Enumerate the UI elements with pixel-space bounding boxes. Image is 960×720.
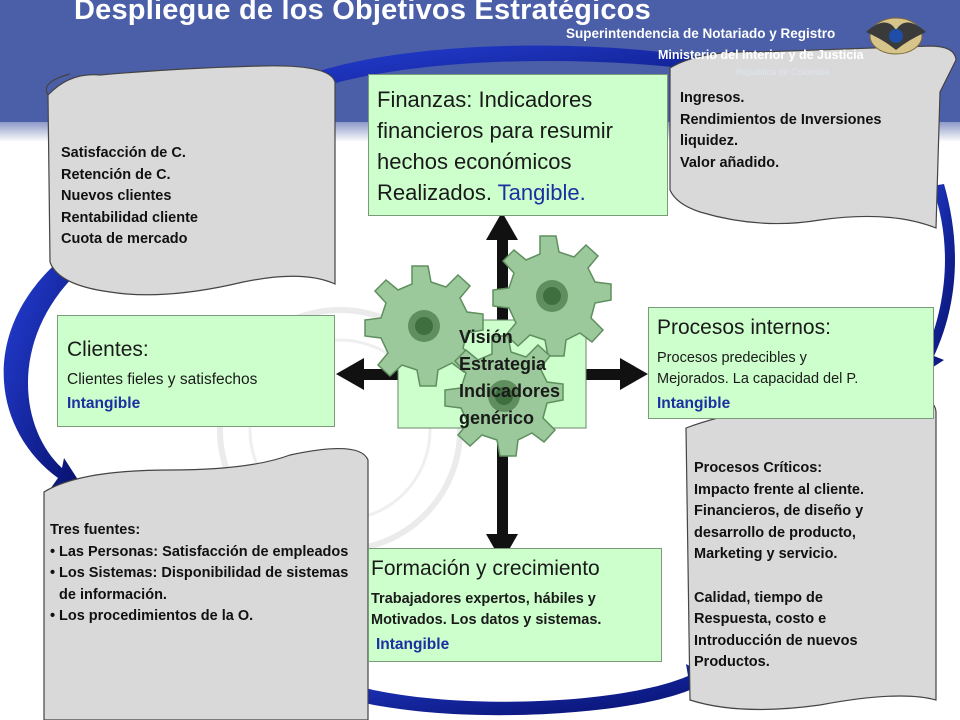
center-label: Visión Estrategia Indicadores genérico [459, 324, 560, 432]
procesos-tag: Intangible [657, 395, 731, 412]
formacion-tag: Intangible [376, 636, 450, 653]
list-item: Ingresos. [680, 90, 745, 106]
spacer [694, 566, 864, 588]
list-item: Respuesta, costo e [694, 611, 827, 627]
clientes-tag: Intangible [67, 395, 141, 412]
page-title: Despliegue de los Objetivos Estratégicos [74, 0, 651, 26]
list-item: Impacto frente al cliente. [694, 481, 865, 498]
formacion-line: Motivados. Los datos y sistemas. [371, 612, 602, 628]
formacion-box: Formación y crecimiento Trabajadores exp… [368, 548, 662, 662]
arrow-right-curve [912, 184, 955, 378]
list-item: desarrollo de producto, [694, 524, 856, 541]
finanzas-line: financieros para resumir [377, 118, 613, 143]
formacion-intro: Tres fuentes: [50, 522, 141, 538]
formacion-desc: Trabajadores expertos, hábiles y Motivad… [371, 589, 601, 631]
list-item: Las Personas: Satisfacción de empleados [50, 542, 350, 564]
finanzas-scroll-text: Ingresos. Rendimientos de Inversiones li… [680, 88, 881, 174]
formacion-title: Formación y crecimiento [371, 557, 600, 580]
country-name: República de Colombia [736, 67, 830, 77]
arrow-left-curve [3, 258, 82, 492]
center-item: Indicadores [459, 381, 561, 401]
center-item: Estrategia [459, 354, 547, 374]
finanzas-line: hechos económicos [377, 149, 572, 174]
list-item: Rendimientos de Inversiones [680, 111, 882, 128]
center-item: Visión [459, 327, 513, 347]
procesos-line: Procesos predecibles y [657, 350, 807, 366]
clientes-desc: Clientes fieles y satisfechos [67, 371, 258, 388]
procesos-desc: Procesos predecibles y Mejorados. La cap… [657, 348, 858, 390]
finanzas-tag: Tangible. [497, 180, 586, 205]
list-item: Cuota de mercado [61, 231, 188, 247]
emblem-icon [866, 17, 926, 55]
finanzas-line: Realizados. Tangible. [377, 177, 613, 208]
list-item: Los Sistemas: Disponibilidad de sistemas… [50, 563, 350, 606]
finanzas-line: Finanzas: Indicadores [377, 87, 593, 112]
scroll-clientes [45, 65, 336, 296]
procesos-scroll-text: Procesos Críticos: Impacto frente al cli… [694, 458, 864, 674]
list-item: Los procedimientos de la O. [50, 606, 350, 628]
org-name: Superintendencia de Notariado y Registro [566, 26, 836, 41]
finanzas-box: Finanzas: Indicadores financieros para r… [368, 74, 668, 216]
procesos-line: Mejorados. La capacidad del P. [657, 371, 859, 387]
list-item: Valor añadido. [680, 154, 780, 171]
ministry-name: Ministerio del Interior y de Justicia [658, 48, 864, 62]
list-item: Calidad, tiempo de [694, 589, 823, 606]
list-item: Rentabilidad cliente [61, 209, 198, 226]
clientes-box: Clientes: Clientes fieles y satisfechos … [57, 315, 335, 427]
arrow-bottom-curve [288, 656, 716, 716]
arrow-top-curve [250, 45, 762, 118]
list-item: Satisfacción de C. [61, 145, 186, 161]
list-item: Procesos Críticos: [694, 460, 823, 476]
formacion-scroll-text: Tres fuentes: Las Personas: Satisfacción… [50, 520, 350, 628]
finanzas-realizados: Realizados. [377, 180, 492, 205]
procesos-box: Procesos internos: Procesos predecibles … [648, 307, 934, 419]
list-item: Introducción de nuevos [694, 632, 858, 649]
list-item: liquidez. [680, 133, 738, 149]
clientes-scroll-text: Satisfacción de C. Retención de C. Nuevo… [61, 143, 198, 251]
clientes-title: Clientes: [67, 338, 149, 361]
finanzas-text: Finanzas: Indicadores financieros para r… [377, 84, 613, 208]
list-item: Marketing y servicio. [694, 546, 838, 562]
formacion-bullets: Las Personas: Satisfacción de empleados … [50, 542, 350, 628]
center-item: genérico [459, 408, 535, 428]
procesos-title: Procesos internos: [657, 316, 831, 339]
scroll-finanzas [669, 45, 957, 229]
list-item: Financieros, de diseño y [694, 503, 864, 519]
list-item: Nuevos clientes [61, 188, 172, 204]
list-item: Retención de C. [61, 166, 171, 183]
formacion-line: Trabajadores expertos, hábiles y [371, 591, 596, 607]
list-item: Productos. [694, 654, 770, 670]
